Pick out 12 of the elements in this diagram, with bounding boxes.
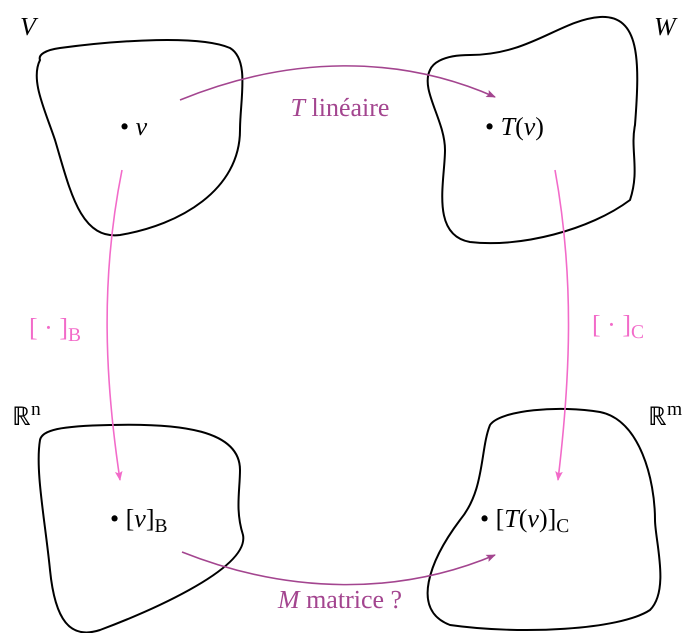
element-label: • [T(v)]$_{C}$ (480, 506, 570, 532)
arrow (182, 551, 496, 586)
element-label: • v (120, 114, 148, 140)
element-label: • [v]$_{B}$ (110, 506, 168, 532)
set-label: ℝ$^{m}$ (648, 404, 682, 430)
element-label: • T(v) (485, 114, 544, 140)
arrow (180, 65, 496, 101)
arrow (106, 170, 123, 481)
set-label: ℝ$^{n}$ (12, 404, 41, 430)
set-label: W (654, 14, 676, 40)
arrow (554, 170, 570, 481)
set-label: V (20, 14, 36, 40)
